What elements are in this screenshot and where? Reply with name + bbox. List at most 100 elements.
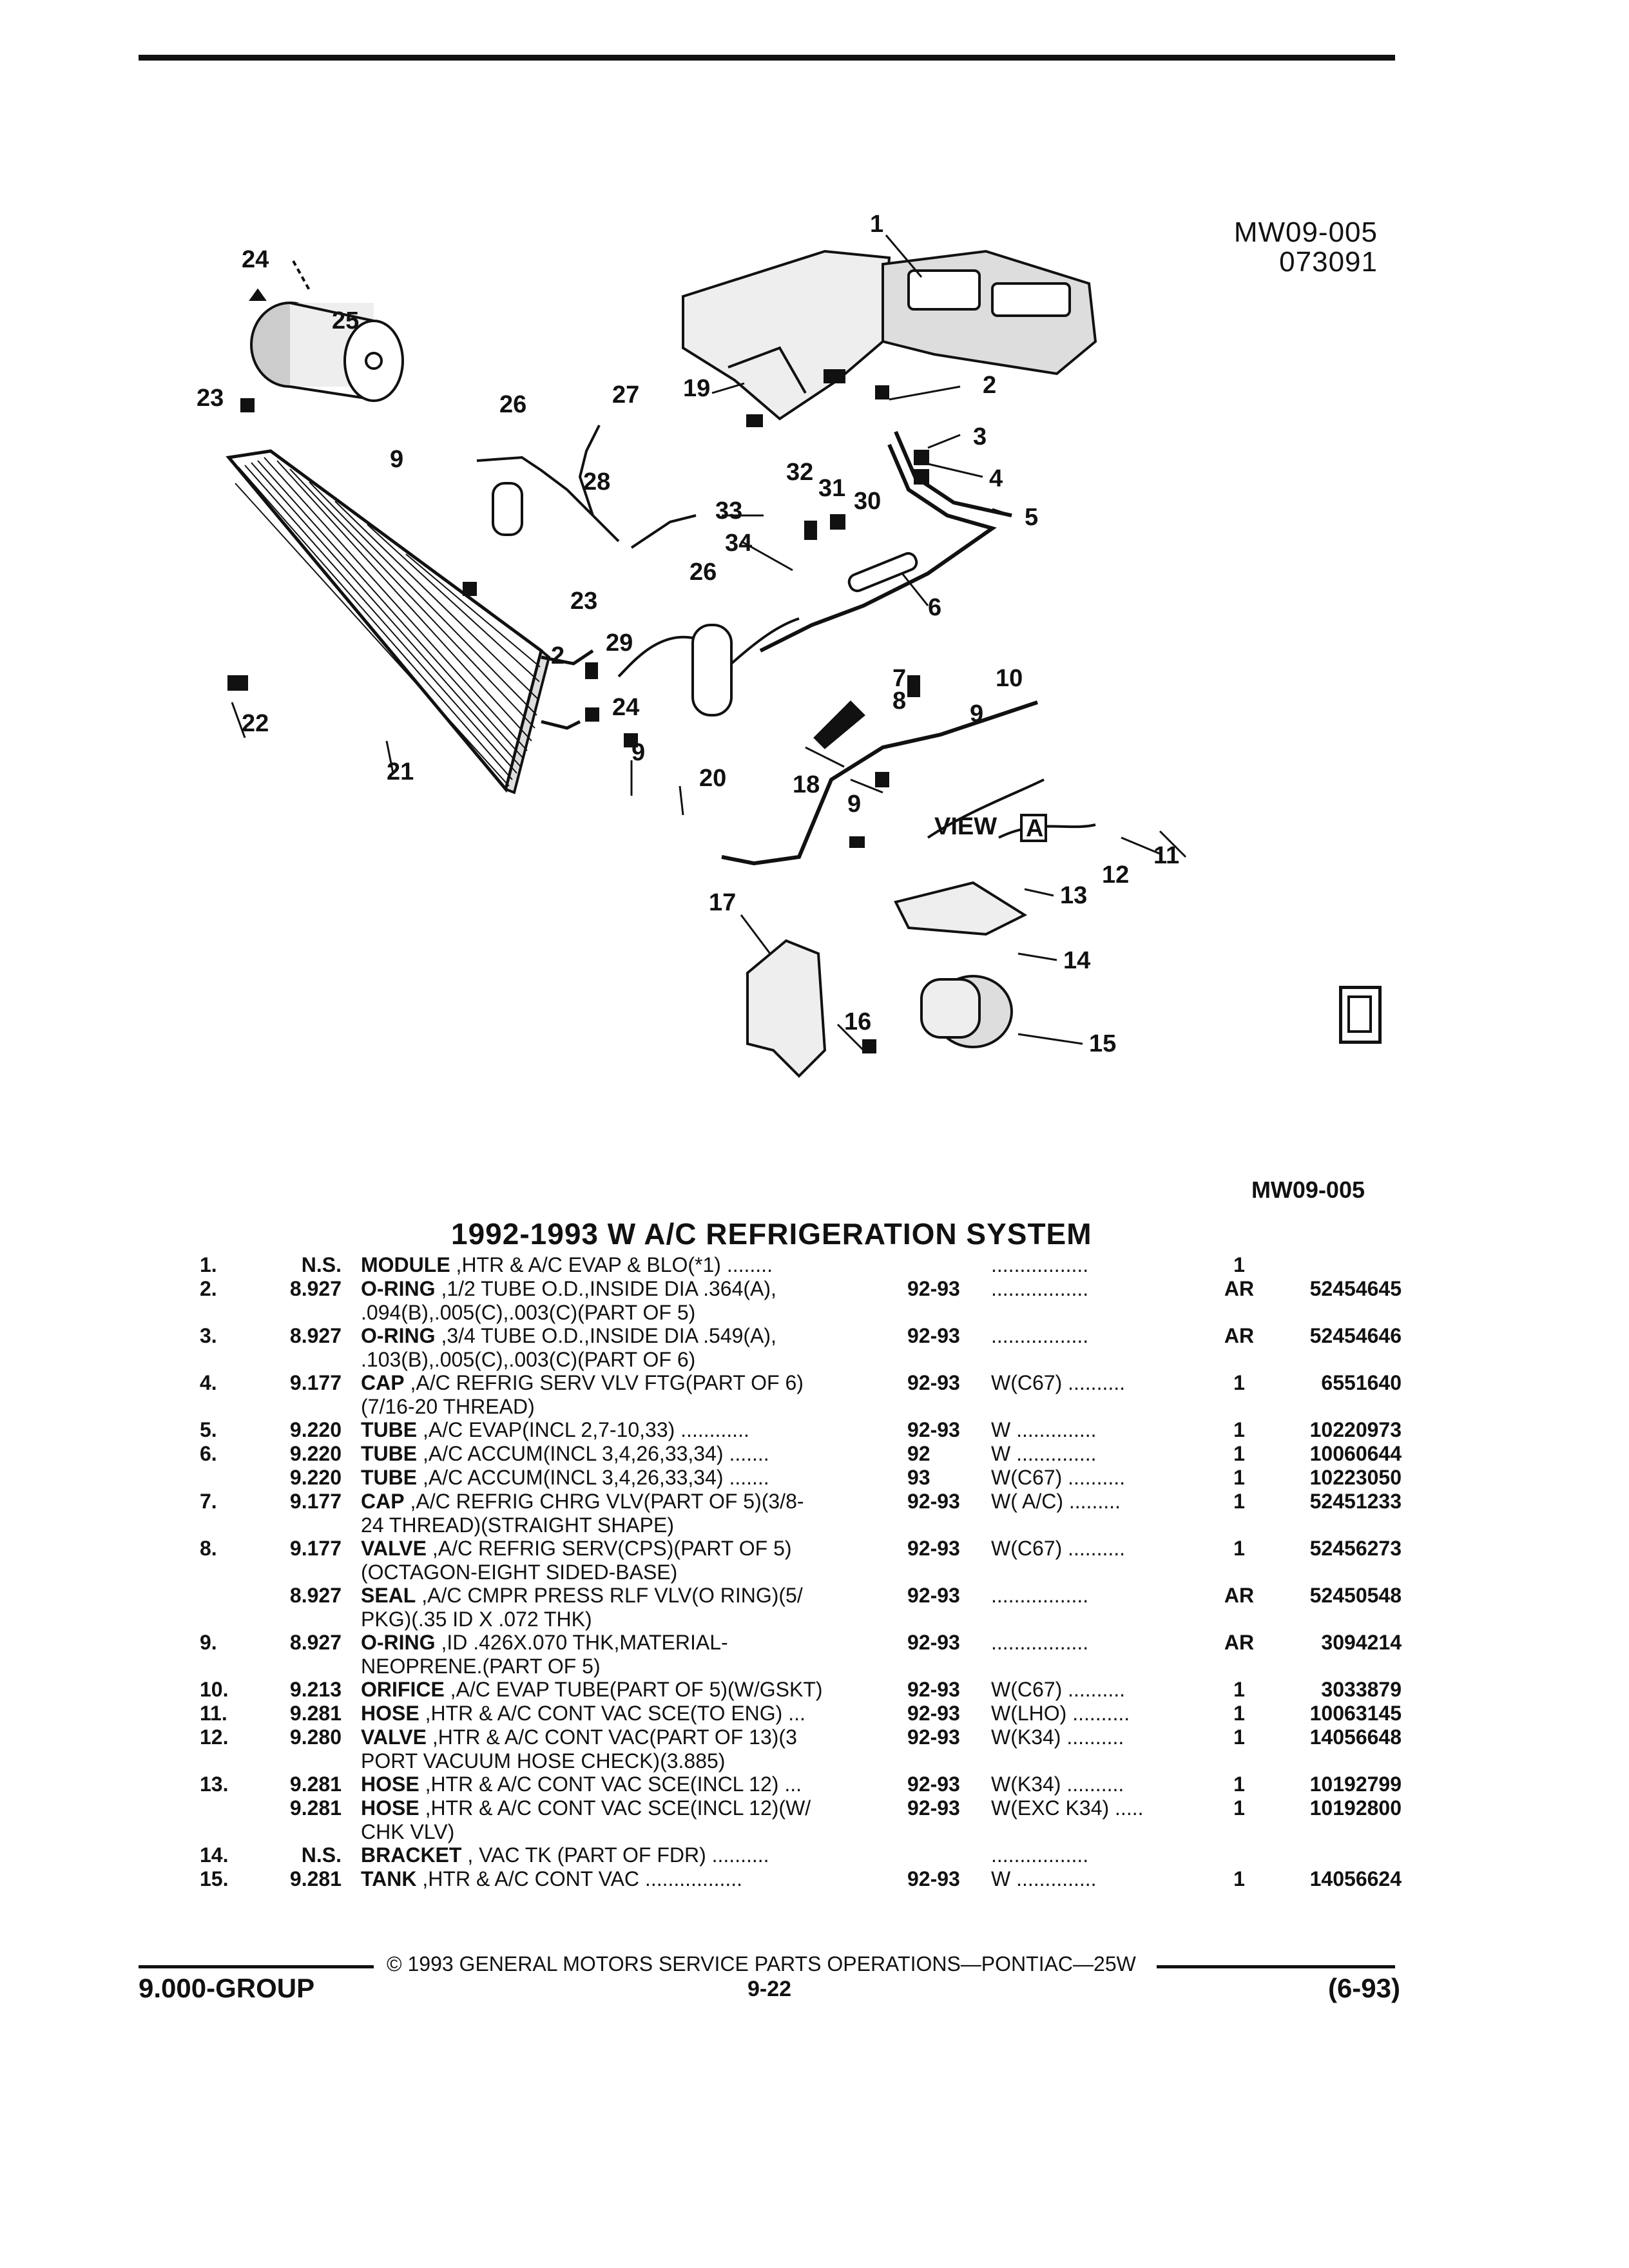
item-number: 6.: [200, 1442, 217, 1465]
part-number: 52451233: [1309, 1490, 1402, 1513]
model-years: 92-93: [907, 1324, 960, 1347]
accumulator-drawing: [617, 617, 800, 716]
footer-group: 9.000-GROUP: [139, 1973, 315, 2003]
callout-7: 7: [892, 665, 906, 692]
callout-11: 11: [1153, 842, 1179, 869]
item-number: 8.: [200, 1537, 217, 1560]
usage-code: W(C67) ..........: [991, 1371, 1126, 1394]
part-description: VALVE ,A/C REFRIG SERV(CPS)(PART OF 5): [361, 1537, 889, 1561]
quantity: AR: [1224, 1277, 1255, 1300]
part-number: 10192799: [1309, 1773, 1402, 1796]
part-name: O-RING: [361, 1631, 436, 1654]
callout-15: 15: [1089, 1030, 1116, 1057]
group-number: 9.220: [289, 1418, 342, 1441]
group-number: 8.927: [289, 1584, 342, 1607]
callout-24: 24: [242, 246, 269, 273]
usage-code: .................: [991, 1584, 1089, 1607]
part-description: TANK ,HTR & A/C CONT VAC ...............…: [361, 1867, 889, 1891]
part-description: 24 THREAD)(STRAIGHT SHAPE): [361, 1514, 889, 1537]
part-detail: CHK VLV): [361, 1820, 455, 1843]
part-description: BRACKET , VAC TK (PART OF FDR) .........…: [361, 1843, 889, 1867]
part-name: O-RING: [361, 1324, 436, 1347]
quantity: 1: [1233, 1725, 1245, 1749]
part-description: .103(B),.005(C),.003(C)(PART OF 6): [361, 1348, 889, 1372]
part-detail: PORT VACUUM HOSE CHECK)(3.885): [361, 1749, 726, 1773]
callout-12: 12: [1102, 861, 1129, 889]
part-detail: ,HTR & A/C CONT VAC .................: [416, 1867, 743, 1890]
quantity: 1: [1233, 1442, 1245, 1465]
part-number: 3033879: [1321, 1678, 1402, 1701]
refrigeration-system-diagram: 1 2 3 4 5 6 7 8 9 10 11 12 13 14 15 16 1…: [197, 213, 1187, 1078]
part-detail: ,A/C REFRIG CHRG VLV(PART OF 5)(3/8-: [404, 1490, 804, 1513]
part-description: (7/16-20 THREAD): [361, 1395, 889, 1419]
usage-code: .................: [991, 1843, 1089, 1867]
part-detail: ,A/C REFRIG SERV VLV FTG(PART OF 6): [404, 1371, 804, 1394]
part-detail: ,A/C ACCUM(INCL 3,4,26,33,34) .......: [417, 1442, 769, 1465]
figure-code: 073091: [1279, 246, 1378, 278]
item-number: 13.: [200, 1773, 229, 1796]
item-number: 10.: [200, 1678, 229, 1701]
compressor-hose-drawing: [476, 425, 697, 549]
part-description: CHK VLV): [361, 1820, 889, 1844]
callout-2b: 2: [551, 642, 564, 669]
callout-9b: 9: [631, 739, 645, 766]
part-description: CAP ,A/C REFRIG CHRG VLV(PART OF 5)(3/8-: [361, 1490, 889, 1514]
quantity: AR: [1224, 1584, 1255, 1607]
parts-row: 24 THREAD)(STRAIGHT SHAPE): [0, 1514, 1629, 1537]
callout-16: 16: [844, 1008, 871, 1035]
parts-row: PKG)(.35 ID X .072 THK): [0, 1608, 1629, 1631]
callout-9d: 9: [847, 791, 861, 818]
figure-id: MW09-005: [1233, 216, 1378, 248]
part-detail: ,A/C EVAP TUBE(PART OF 5)(W/GSKT): [444, 1678, 823, 1701]
part-detail: .103(B),.005(C),.003(C)(PART OF 6): [361, 1348, 696, 1371]
model-years: 92-93: [907, 1537, 960, 1560]
usage-code: W(K34) ..........: [991, 1773, 1124, 1796]
model-years: 92-93: [907, 1702, 960, 1725]
part-detail: ,3/4 TUBE O.D.,INSIDE DIA .549(A),: [435, 1324, 776, 1347]
callout-labels: 1 2 3 4 5 6 7 8 9 10 11 12 13 14 15 16 1…: [197, 213, 1179, 1057]
quantity: 1: [1233, 1537, 1245, 1560]
model-years: 92-93: [907, 1773, 960, 1796]
model-years: 92-93: [907, 1584, 960, 1607]
item-number: 2.: [200, 1277, 217, 1300]
part-detail: ,HTR & A/C EVAP & BLO(*1) ........: [450, 1253, 773, 1276]
part-name: CAP: [361, 1490, 405, 1513]
part-name: HOSE: [361, 1773, 419, 1796]
usage-code: .................: [991, 1324, 1089, 1347]
footer-copyright: © 1993 GENERAL MOTORS SERVICE PARTS OPER…: [387, 1952, 1136, 1975]
parts-row: .094(B),.005(C),.003(C)(PART OF 5): [0, 1301, 1629, 1324]
part-description: (OCTAGON-EIGHT SIDED-BASE): [361, 1561, 889, 1584]
callout-21: 21: [387, 758, 414, 785]
part-name: SEAL: [361, 1584, 416, 1607]
parts-row: (OCTAGON-EIGHT SIDED-BASE): [0, 1561, 1629, 1584]
part-description: NEOPRENE.(PART OF 5): [361, 1655, 889, 1678]
group-number: 9.213: [289, 1678, 342, 1701]
usage-code: W(C67) ..........: [991, 1678, 1126, 1701]
part-description: ORIFICE ,A/C EVAP TUBE(PART OF 5)(W/GSKT…: [361, 1678, 889, 1702]
part-number: 52454645: [1309, 1277, 1402, 1300]
item-number: 3.: [200, 1324, 217, 1347]
callout-1: 1: [870, 213, 883, 238]
usage-code: W(K34) ..........: [991, 1725, 1124, 1749]
group-number: 8.927: [289, 1631, 342, 1654]
section-title: 1992-1993 W A/C REFRIGERATION SYSTEM: [451, 1217, 1092, 1251]
evap-tube-drawing: [759, 430, 1012, 653]
part-number: 10063145: [1309, 1702, 1402, 1725]
quantity: 1: [1233, 1466, 1245, 1489]
part-name: CAP: [361, 1371, 405, 1394]
part-name: TANK: [361, 1867, 417, 1890]
item-number: 11.: [200, 1702, 227, 1725]
quantity: AR: [1224, 1324, 1255, 1347]
part-number: 10220973: [1309, 1418, 1402, 1441]
callout-34: 34: [725, 530, 752, 557]
callout-2: 2: [983, 372, 996, 399]
usage-code: W( A/C) .........: [991, 1490, 1121, 1513]
usage-code: W ..............: [991, 1442, 1097, 1465]
